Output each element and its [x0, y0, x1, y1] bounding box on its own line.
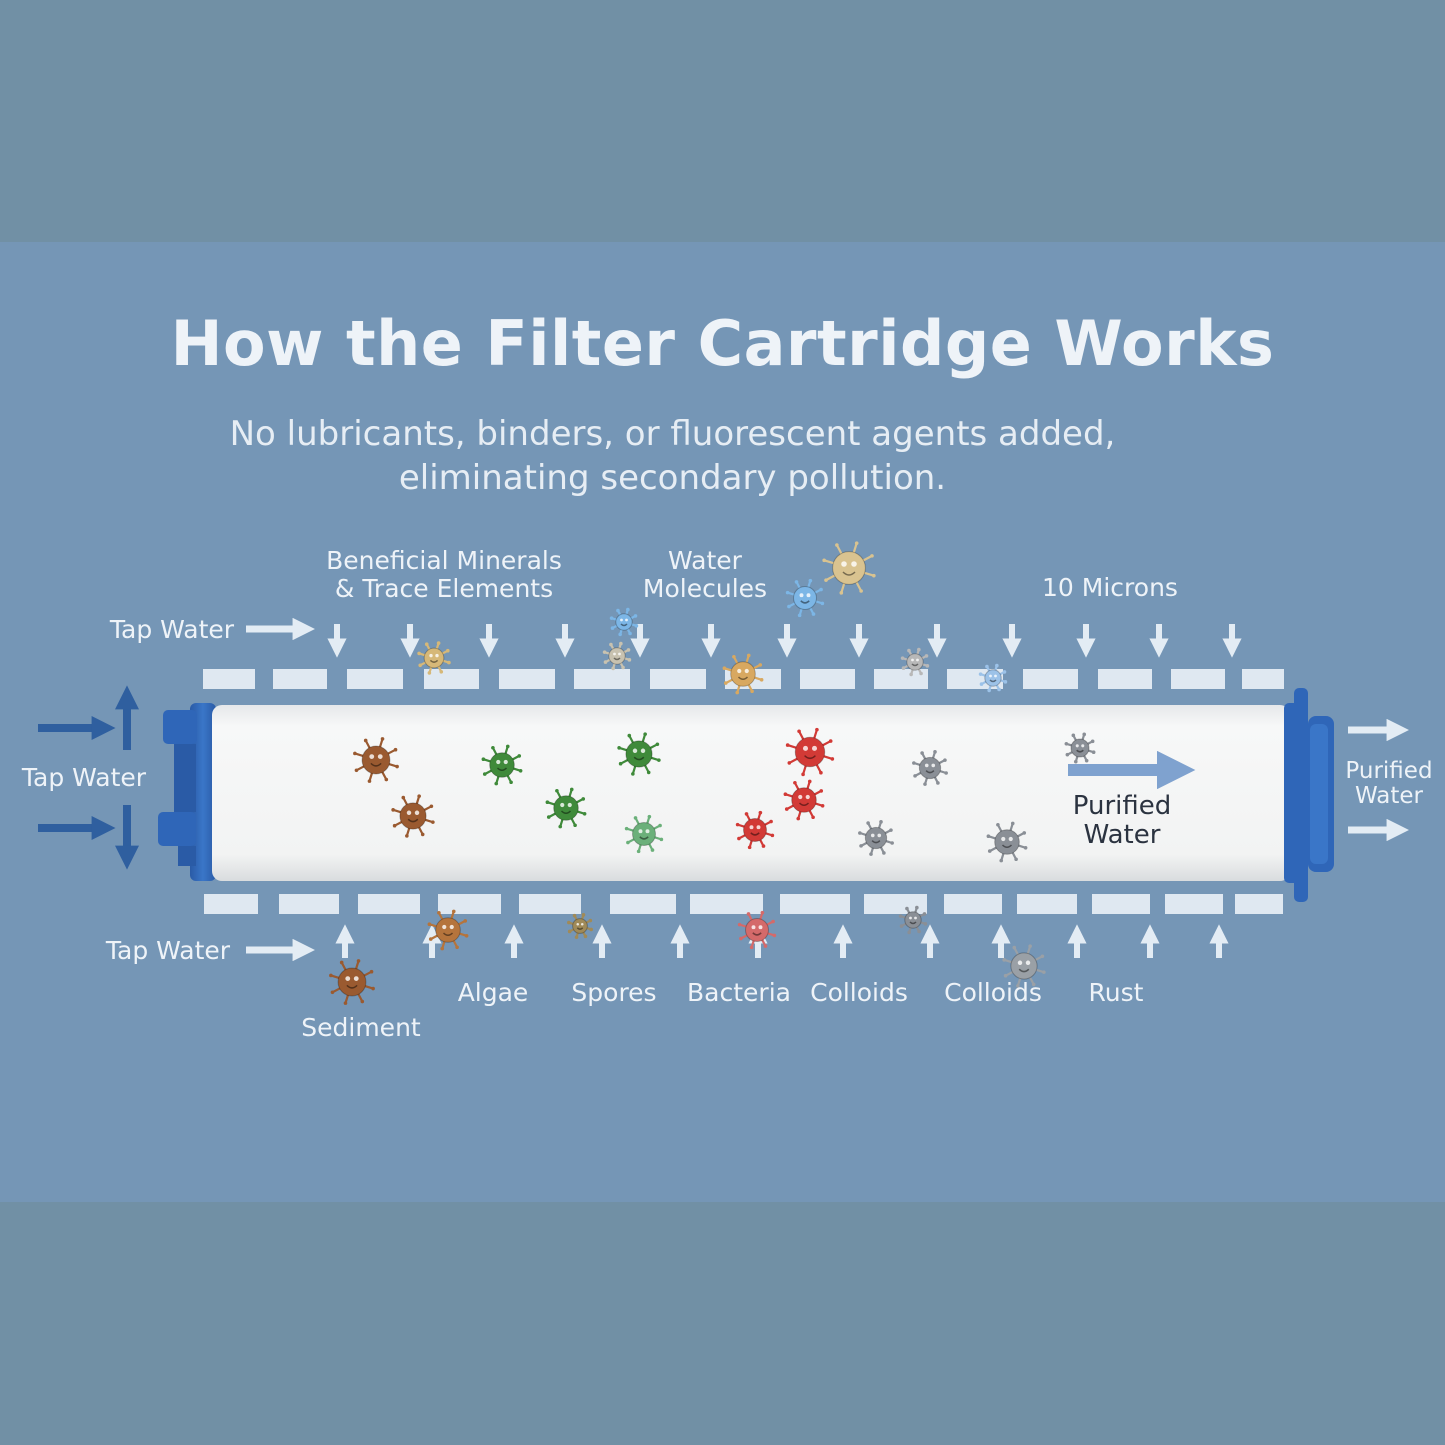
microbe-icon-16 [737, 910, 777, 950]
contaminant-particles [329, 541, 1096, 1005]
subtitle: No lubricants, binders, or fluorescent a… [0, 412, 1345, 500]
perforation-slot-bottom-6 [690, 894, 763, 914]
perforation-slot-top-0 [203, 669, 255, 689]
microbe-icon-23 [602, 641, 632, 671]
label-tap-water-bottom: Tap Water [105, 936, 231, 965]
microbe-icon-26 [978, 663, 1008, 693]
label-bacteria: Bacteria [687, 978, 791, 1007]
microbe-icon-3 [545, 787, 587, 829]
perforation-slot-bottom-9 [944, 894, 1002, 914]
perforation-slot-bottom-2 [358, 894, 420, 914]
microbe-icon-11 [986, 821, 1028, 863]
label-beneficial-minerals: Beneficial Minerals & Trace Elements [312, 547, 576, 602]
perforation-slot-top-13 [1171, 669, 1225, 689]
perforation-slot-bottom-8 [864, 894, 927, 914]
inflow-arrows-top [327, 624, 1242, 658]
perforation-slot-bottom-10 [1017, 894, 1077, 914]
microbe-icon-22 [417, 641, 451, 675]
microbe-icon-10 [858, 820, 894, 856]
label-10-microns: 10 Microns [1042, 573, 1178, 602]
perforation-slot-bottom-4 [519, 894, 581, 914]
right-end-cap [1284, 688, 1334, 902]
label-sediment: Sediment [301, 1013, 421, 1042]
microbe-icon-24 [722, 653, 764, 695]
perforation-slot-bottom-7 [780, 894, 850, 914]
microbe-icon-15 [567, 913, 593, 939]
label-water-molecules-line-2: Molecules [642, 573, 768, 603]
label-purified-outside-line-1: Purified [1345, 758, 1433, 784]
subtitle-line-1: No lubricants, binders, or fluorescent a… [229, 414, 1116, 454]
label-spores: Spores [571, 978, 657, 1007]
page-title: How the Filter Cartridge Works [170, 307, 1275, 380]
microbe-icon-21 [609, 607, 639, 637]
microbe-icon-17 [898, 905, 928, 935]
label-tap-water-top: Tap Water [109, 615, 235, 644]
label-water-molecules-line-1: Water [668, 546, 742, 575]
label-water-molecules: Water Molecules [630, 547, 780, 602]
microbe-icon-19 [822, 541, 876, 595]
label-purified-inside-line-2: Water [1083, 819, 1161, 850]
microbe-icon-2 [481, 744, 523, 786]
microbe-icon-8 [735, 810, 775, 850]
microbe-icon-0 [353, 737, 399, 783]
inflow-arrows-bottom [335, 924, 1229, 958]
perforation-slot-bottom-12 [1165, 894, 1223, 914]
inlet-arrows-left [38, 685, 139, 870]
label-purified-outside-line-2: Water [1355, 783, 1423, 810]
perforation-slot-top-4 [499, 669, 555, 689]
microbe-icon-13 [329, 959, 375, 1005]
microbe-icon-9 [912, 750, 948, 786]
perforation-strip-bottom [204, 894, 1283, 914]
microbe-icon-20 [785, 578, 825, 618]
perforation-slot-bottom-11 [1092, 894, 1150, 914]
perforation-slot-bottom-3 [438, 894, 501, 914]
label-colloids-1: Colloids [810, 978, 908, 1007]
perforation-slot-top-1 [273, 669, 327, 689]
microbe-icon-5 [624, 814, 664, 854]
label-rust: Rust [1088, 978, 1144, 1007]
left-end-cap [158, 703, 216, 881]
perforation-slot-top-12 [1098, 669, 1152, 689]
subtitle-line-2: eliminating secondary pollution. [398, 458, 947, 498]
perforation-slot-top-11 [1023, 669, 1078, 689]
label-beneficial-line-2: & Trace Elements [334, 573, 554, 603]
cartridge-body [212, 705, 1290, 881]
filter-cartridge [158, 688, 1334, 902]
perforation-slot-bottom-1 [279, 894, 339, 914]
microbe-icon-12 [1064, 732, 1096, 764]
label-colloids-2: Colloids [944, 978, 1042, 1007]
microbe-icon-6 [785, 727, 835, 777]
microbe-icon-25 [900, 647, 930, 677]
perforation-slot-top-6 [650, 669, 706, 689]
label-purified-water-outside: Purified Water [1334, 758, 1444, 810]
label-purified-inside-line-1: Purified [1072, 791, 1172, 821]
microbe-icon-18 [1002, 944, 1046, 988]
perforation-strip-top [203, 669, 1284, 689]
outlet-arrows [1348, 718, 1409, 842]
perforation-slot-top-3 [424, 669, 479, 689]
microbe-icon-14 [427, 909, 469, 951]
perforation-slot-bottom-5 [610, 894, 676, 914]
microbe-icon-4 [617, 732, 661, 776]
perforation-slot-top-2 [347, 669, 403, 689]
perforation-slot-bottom-13 [1235, 894, 1283, 914]
perforation-slot-bottom-0 [204, 894, 258, 914]
microbe-icon-1 [391, 794, 435, 838]
label-beneficial-line-1: Beneficial Minerals [326, 546, 562, 575]
perforation-slot-top-5 [574, 669, 630, 689]
perforation-slot-top-8 [800, 669, 855, 689]
label-tap-water-left: Tap Water [21, 763, 147, 792]
perforation-slot-top-9 [874, 669, 928, 689]
perforation-slot-top-14 [1242, 669, 1284, 689]
microbe-icon-7 [783, 779, 825, 821]
label-algae: Algae [457, 978, 529, 1007]
label-purified-water-inside: Purified Water [1052, 792, 1192, 849]
